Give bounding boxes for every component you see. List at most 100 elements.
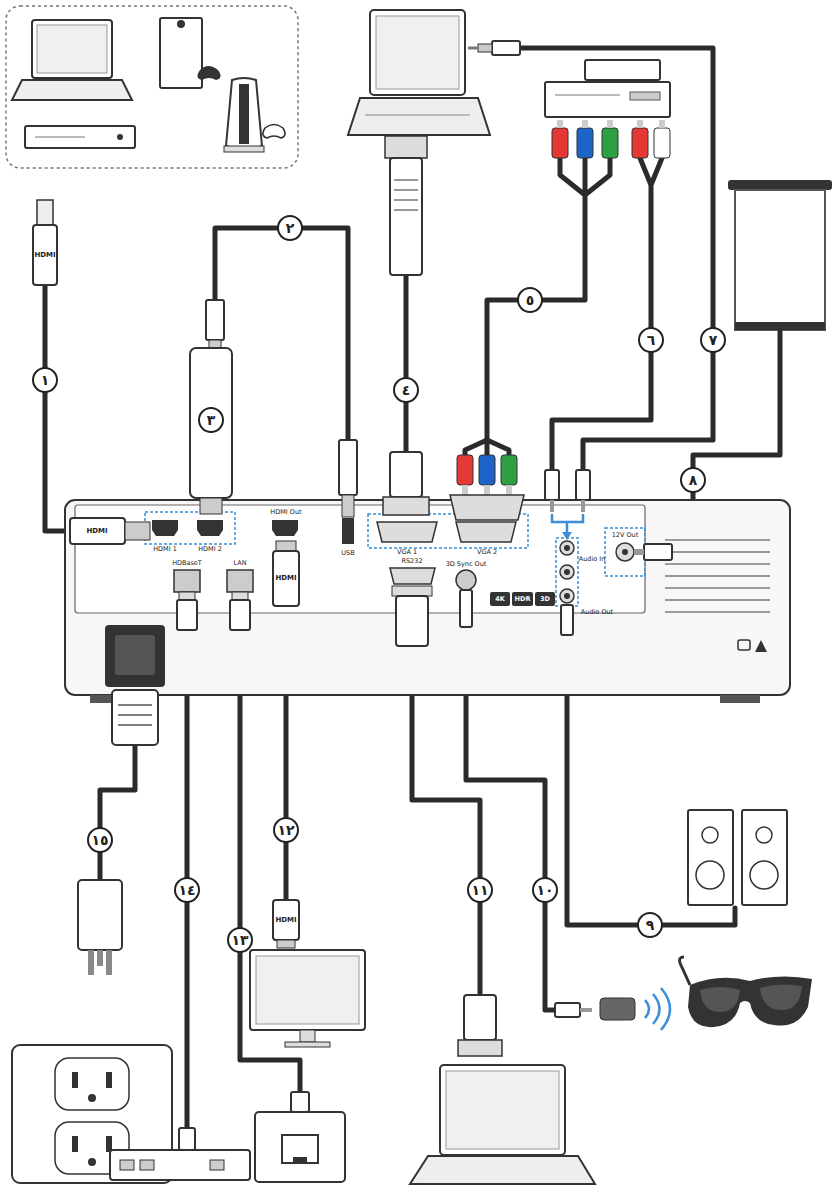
plugs	[462, 485, 468, 495]
plug-label: HDMI	[275, 575, 296, 582]
plugs	[484, 485, 490, 495]
port-label: RS232	[401, 558, 422, 565]
plugs	[276, 541, 296, 551]
port-highlight	[556, 538, 578, 606]
destination-devices	[696, 861, 724, 889]
plugs	[118, 714, 152, 716]
ports	[152, 518, 634, 606]
plugs	[78, 880, 122, 950]
destination-devices	[750, 861, 778, 889]
source-devices	[6, 6, 298, 168]
ports	[564, 593, 570, 599]
plugs	[394, 180, 418, 210]
laptop-vga-source	[365, 115, 470, 116]
plugs	[555, 1003, 580, 1017]
cables	[465, 440, 509, 455]
projection-screen	[728, 180, 832, 190]
plugs	[273, 551, 299, 606]
video-player	[630, 92, 660, 100]
ports	[564, 545, 570, 551]
callout-number: ١٢	[273, 817, 299, 843]
source-devices	[12, 80, 132, 100]
plugs	[342, 495, 354, 517]
destination-devices	[446, 1071, 559, 1149]
feature-badge: HDR	[515, 596, 531, 603]
plugs	[206, 300, 224, 340]
source-devices	[177, 20, 185, 28]
callout-number: ٨	[680, 467, 706, 493]
plugs	[112, 690, 158, 745]
destination-devices	[250, 950, 365, 1030]
plugs	[385, 136, 427, 158]
ports	[616, 543, 634, 561]
port-label: HDMI 1	[153, 546, 177, 553]
plugs	[392, 586, 432, 596]
destination-devices	[688, 976, 812, 1027]
destination-devices	[255, 1112, 345, 1182]
source-devices	[160, 18, 202, 88]
port-label: Audio Out	[581, 609, 613, 616]
callout-number: ٩	[637, 912, 663, 938]
ports	[390, 568, 435, 584]
plugs	[479, 455, 495, 485]
source-devices	[226, 78, 262, 149]
plugs	[273, 900, 299, 940]
plugs	[577, 128, 593, 158]
plugs	[179, 592, 195, 600]
plugs	[637, 120, 643, 128]
ports	[490, 592, 510, 606]
source-devices	[35, 137, 85, 138]
ports	[622, 549, 628, 555]
plugs	[634, 549, 644, 555]
video-player	[545, 60, 670, 117]
ports	[174, 570, 200, 592]
cables	[412, 646, 480, 995]
projector-body	[665, 587, 770, 589]
destination-devices	[300, 1030, 315, 1042]
callout-number: ٧	[700, 327, 726, 353]
projector-body	[665, 539, 770, 541]
plugs	[394, 199, 418, 201]
projection-screen	[728, 180, 832, 330]
projector-body	[665, 611, 770, 613]
port-highlight	[145, 512, 645, 606]
destination-devices	[742, 810, 787, 905]
port-label: HDMI 2	[198, 546, 222, 553]
plugs	[552, 514, 583, 534]
destination-devices	[110, 1150, 250, 1180]
ports	[456, 522, 516, 542]
plugs	[125, 522, 150, 540]
port-label: VGA 1	[397, 549, 417, 556]
source-devices	[224, 146, 264, 152]
callout-number: ١٤	[174, 877, 200, 903]
plugs	[277, 940, 295, 948]
cables	[45, 285, 70, 531]
destination-devices	[688, 810, 733, 905]
plugs	[70, 518, 125, 544]
plugs	[33, 41, 672, 1150]
ports	[564, 569, 570, 575]
destination-devices	[72, 1136, 78, 1152]
callout-number: ١	[32, 367, 58, 393]
plugs	[37, 200, 53, 225]
destination-devices	[410, 1156, 595, 1184]
projector-body	[665, 540, 770, 612]
ports	[342, 518, 354, 544]
cables	[404, 275, 409, 452]
callout-number: ١٣	[227, 927, 253, 953]
ports	[227, 570, 253, 592]
plugs	[179, 1128, 195, 1150]
plugs	[177, 600, 197, 630]
ports	[560, 541, 574, 555]
source-devices	[25, 126, 135, 148]
ports	[560, 565, 574, 579]
projector-body	[65, 500, 790, 703]
ports	[152, 520, 178, 536]
destination-devices	[12, 810, 812, 1184]
plug-label: HDMI	[34, 252, 55, 259]
destination-devices	[702, 827, 718, 843]
projector-body	[65, 500, 790, 695]
plugs	[492, 41, 520, 55]
projection-screen	[735, 322, 825, 330]
